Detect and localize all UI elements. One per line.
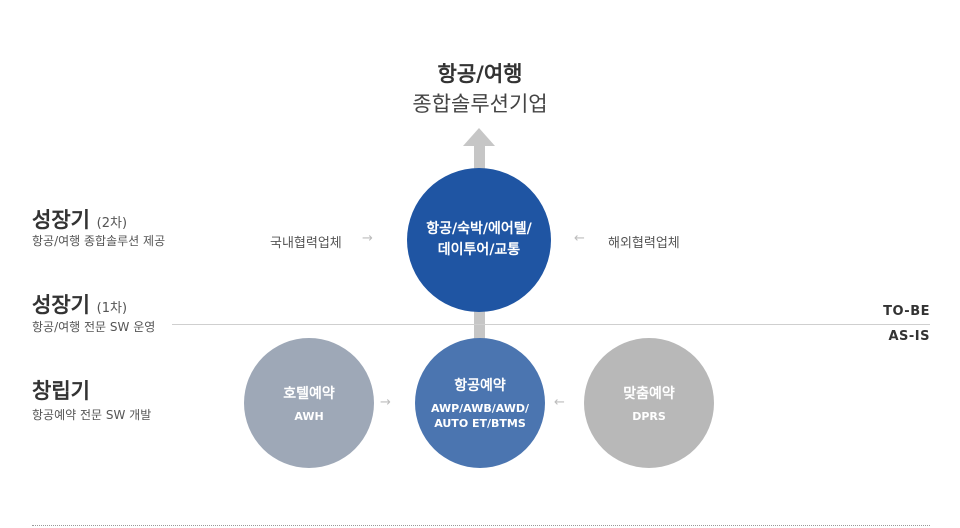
stage-growth2-note: (2차) — [96, 216, 128, 231]
stage-growth1-name: 성장기 — [32, 293, 90, 317]
overseas-partner-label: 해외협력업체 — [608, 236, 680, 251]
bottom-dotted-divider — [32, 525, 930, 526]
stage-founding-name: 창립기 — [32, 379, 90, 403]
as-is-label: AS-IS — [888, 329, 930, 344]
goal-title: 항공/여행 — [437, 62, 523, 86]
hotel-booking-circle: 호텔예약 AWH — [244, 338, 374, 468]
to-be-label: TO-BE — [883, 304, 930, 319]
air-booking-code2: AUTO ET/BTMS — [434, 417, 526, 430]
hotel-booking-code: AWH — [294, 409, 324, 423]
circle-connector — [474, 300, 485, 346]
stage-founding-desc: 항공예약 전문 SW 개발 — [32, 408, 152, 422]
stage-founding-title: 창립기 — [32, 375, 90, 405]
custom-booking-code: DPRS — [632, 409, 666, 423]
custom-booking-circle: 맞춤예약 DPRS — [584, 338, 714, 468]
stage-growth1-title: 성장기 (1차) — [32, 289, 127, 319]
domestic-partner-label: 국내협력업체 — [270, 236, 342, 251]
stage-growth1-note: (1차) — [96, 301, 128, 316]
up-arrow-head — [463, 128, 495, 146]
goal-subtitle: 종합솔루션기업 — [412, 92, 548, 116]
stage-growth2-name: 성장기 — [32, 208, 90, 232]
air-booking-name: 항공예약 — [454, 378, 506, 394]
domestic-arrow-icon: → — [362, 231, 373, 246]
stage-growth1-desc: 항공/여행 전문 SW 운영 — [32, 320, 156, 334]
air-booking-code1: AWP/AWB/AWD/ — [430, 402, 530, 415]
stage-growth2-title: 성장기 (2차) — [32, 204, 127, 234]
integrated-services-line2: 데이투어/교통 — [437, 242, 521, 258]
custom-booking-name: 맞춤예약 — [623, 385, 675, 402]
overseas-arrow-icon: ← — [574, 231, 585, 246]
air-booking-circle: 항공예약 AWP/AWB/AWD/ AUTO ET/BTMS — [415, 338, 545, 468]
hotel-to-air-arrow-icon: → — [380, 395, 391, 410]
up-arrow-stem — [474, 146, 485, 170]
integrated-services-circle: 항공/숙박/에어텔/ 데이투어/교통 — [407, 168, 551, 312]
hotel-booking-name: 호텔예약 — [283, 385, 335, 402]
stage-growth2-desc: 항공/여행 종합솔루션 제공 — [32, 234, 166, 248]
integrated-services-line1: 항공/숙박/에어텔/ — [426, 221, 532, 237]
stage-divider-line — [172, 324, 930, 325]
custom-to-air-arrow-icon: ← — [554, 395, 565, 410]
